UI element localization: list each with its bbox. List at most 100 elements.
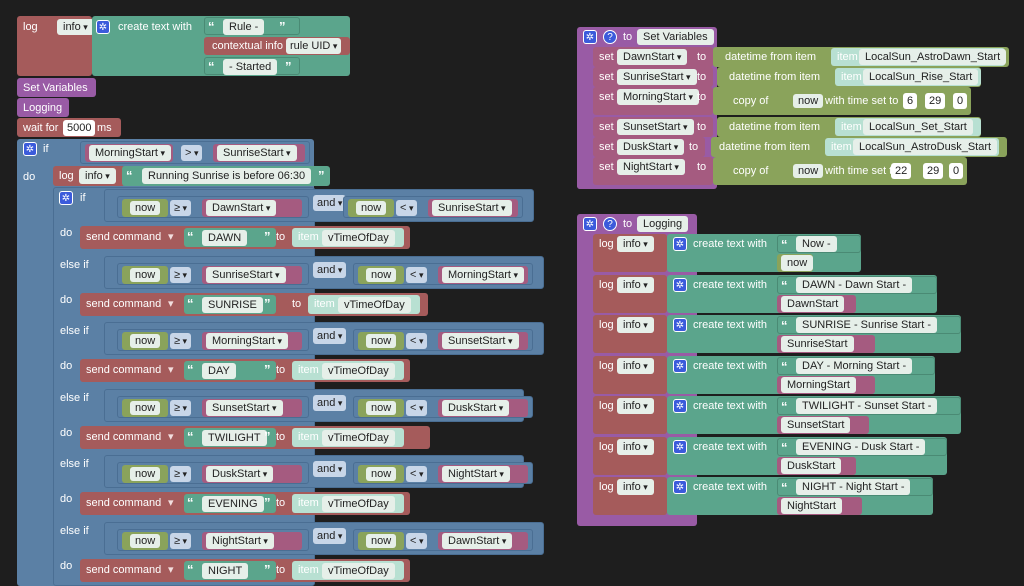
command-value[interactable]: NIGHT [202,562,249,579]
variable-block[interactable]: SunsetStart [777,416,869,434]
now-block[interactable]: now [777,254,814,272]
variable-dropdown[interactable]: NightStart [617,159,685,175]
gear-icon[interactable]: ✲ [583,217,597,231]
text-running[interactable]: “ Running Sunrise is before 06:30 ” [122,166,330,186]
dropdown-arrow-icon[interactable]: ▾ [168,430,174,443]
help-icon[interactable]: ? [603,30,617,44]
compare-left[interactable]: now≥MorningStart [117,329,309,351]
command-value[interactable]: TWILIGHT [202,429,267,446]
compare-right[interactable]: now<DawnStart [353,528,533,551]
wait-duration-input[interactable]: 5000 [63,120,96,136]
and-condition[interactable]: now≥SunriseStartandnow<MorningStart [104,255,544,289]
second-input[interactable]: 0 [953,93,968,109]
var-slot[interactable]: NightStart [202,531,302,550]
dropdown-arrow-icon[interactable]: ▾ [168,364,174,376]
item-name[interactable]: LocalSun_AstroDusk_Start [853,139,998,155]
second-input[interactable]: 0 [949,163,964,179]
log-level-dropdown[interactable]: info [617,479,654,495]
create-text-block[interactable]: ✲create text with“Now -now [667,234,861,272]
operator-dropdown[interactable]: ≥ [170,532,192,549]
gear-icon[interactable]: ✲ [673,480,687,494]
compare-right[interactable]: now<SunsetStart [353,329,533,351]
command-value[interactable]: SUNRISE [202,296,263,313]
operator-dropdown[interactable]: < [406,466,428,482]
text-value[interactable]: DAY - Morning Start - [796,357,913,374]
compare-left[interactable]: now≥ NightStart [117,528,309,551]
variable-name[interactable]: DuskStart [781,457,842,474]
variable-dropdown[interactable]: MorningStart [617,89,700,105]
text-block[interactable]: “NIGHT - Night Start - [777,478,933,496]
text-value[interactable]: DAWN - Dawn Start - [796,276,913,293]
create-text-block[interactable]: ✲create text with“SUNRISE - Sunrise Star… [667,315,961,353]
compare-left[interactable]: now≥SunsetStart [117,395,309,418]
item-name[interactable]: LocalSun_Set_Start [863,119,973,135]
call-set-variables[interactable]: Set Variables [17,78,96,97]
variable-block[interactable]: NightStart [777,497,862,515]
compare-left[interactable]: now≥DawnStart [117,196,309,218]
set-variable-block[interactable]: setSunriseStartto [593,67,713,87]
operator-dropdown[interactable]: < [406,399,428,416]
log-block-running[interactable]: log info [53,166,125,186]
operator-dropdown[interactable]: ≥ [170,333,192,349]
gear-icon[interactable]: ✲ [96,20,110,34]
contextual-info-block[interactable]: contextual info rule UID [204,37,350,55]
hour-input[interactable]: 6 [903,93,918,109]
var-slot[interactable]: SunsetStart [202,398,302,417]
item-name[interactable]: LocalSun_AstroDawn_Start [859,49,1007,65]
variable-name[interactable]: DawnStart [781,295,845,312]
variable-block[interactable]: MorningStart [777,375,875,394]
item-name[interactable]: vTimeOfDay [322,562,395,579]
log-block-rule-started[interactable]: log info [17,16,94,76]
operator-dropdown[interactable]: ≥ [170,200,192,216]
now-block[interactable]: now [122,398,169,417]
var-slot[interactable]: SunriseStart [428,199,518,217]
now-block[interactable]: now [785,92,832,110]
gear-icon[interactable]: ✲ [673,277,687,292]
operator-dropdown[interactable]: < [406,266,428,283]
variable-dropdown[interactable]: DuskStart [617,139,685,155]
dropdown-arrow-icon[interactable]: ▾ [168,497,174,509]
command-text[interactable]: “DAWN” [184,228,276,247]
and-condition[interactable]: now≥SunsetStartandnow<DuskStart [104,388,533,422]
now-block[interactable]: now [358,265,405,284]
and-condition[interactable]: now≥DawnStartandnow<SunriseStart [104,189,534,222]
set-variable-block[interactable]: setNightStartto [593,157,713,185]
text-block[interactable]: “DAY - Morning Start - [777,356,935,375]
command-text[interactable]: “DAY” [184,361,276,380]
set-variable-block[interactable]: setSunsetStartto [593,117,713,137]
now-block[interactable]: now [358,531,405,550]
variable-block[interactable]: DawnStart [777,294,856,313]
var-dropdown[interactable]: SunriseStart [206,266,286,283]
var-dropdown[interactable]: NightStart [206,532,274,549]
var-dropdown[interactable]: SunriseStart [432,200,512,216]
item-name[interactable]: vTimeOfDay [322,429,395,446]
now-block[interactable]: now [122,531,169,550]
var-slot[interactable]: MorningStart [438,265,528,284]
text-block[interactable]: “Now - [777,235,861,253]
now-block[interactable]: now [348,199,395,217]
log-level-dropdown[interactable]: info [617,438,654,455]
text-value[interactable]: - Started [223,59,278,75]
create-text-block[interactable]: ✲ create text with “ Rule - ” contextual… [92,16,350,76]
variable-name[interactable]: SunsetStart [781,417,851,433]
var-dropdown[interactable]: DawnStart [442,532,513,549]
set-variable-block[interactable]: setDuskStartto [593,137,705,157]
set-variable-block[interactable]: setDawnStartto [593,47,713,67]
now-block[interactable]: now [358,398,405,417]
procedure-name-input[interactable]: Logging [637,216,689,232]
and-condition[interactable]: now≥DuskStartandnow<NightStart [104,455,533,488]
gear-icon[interactable]: ✲ [583,30,597,44]
var-dropdown[interactable]: MorningStart [89,145,172,161]
item-name[interactable]: LocalSun_Rise_Start [863,69,979,85]
variable-block[interactable]: DuskStart [777,456,856,475]
